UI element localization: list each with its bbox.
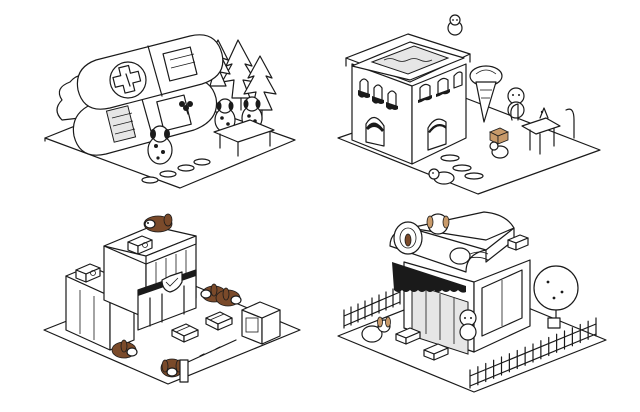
two-story-building <box>345 33 471 165</box>
poodle <box>459 309 477 341</box>
scene-capsule-clinic <box>44 34 296 189</box>
beagle-dog <box>111 339 138 359</box>
cafe-table <box>510 103 575 155</box>
scene-rooftop-cafe <box>337 14 601 195</box>
poodle <box>447 14 463 36</box>
beagle-dog <box>215 287 242 307</box>
upper-windows <box>359 71 463 109</box>
tree-icon <box>533 265 579 329</box>
beagle-dog <box>160 358 184 378</box>
ac-unit-icon <box>507 234 529 251</box>
dog-crate <box>171 323 199 343</box>
poodle <box>489 141 509 159</box>
dryer-hood-icon <box>393 221 489 265</box>
stepping-stones <box>141 158 211 184</box>
beagle-dog <box>143 213 173 233</box>
stepping-stones <box>440 154 484 180</box>
ac-unit-icon <box>75 263 101 283</box>
dog-crate <box>423 343 449 361</box>
bench-table <box>213 119 275 157</box>
clover-icon <box>179 101 193 115</box>
dog-crate <box>205 311 233 331</box>
dog-on-roof <box>404 213 450 247</box>
dog <box>361 316 391 343</box>
arched-door <box>427 118 447 151</box>
dog-crate <box>395 327 421 345</box>
awning-shop <box>403 259 531 355</box>
rooftop-pool <box>370 45 450 75</box>
shield-icon <box>161 271 183 293</box>
crate <box>489 127 509 145</box>
scene-grooming-shop <box>337 211 607 393</box>
scene-pet-hotel <box>43 213 301 385</box>
parking-barrier <box>179 339 237 383</box>
ac-unit-icon <box>127 235 153 255</box>
ice-cream-sign <box>469 65 503 123</box>
arched-door <box>365 116 385 147</box>
cross-icon <box>109 61 147 99</box>
scalloped-awnings <box>358 89 450 110</box>
capsule-building-lower <box>72 78 218 156</box>
dalmatian-dog <box>214 98 236 133</box>
dalmatian-dog <box>147 125 173 165</box>
puppy <box>428 168 455 185</box>
kiosk <box>241 301 281 345</box>
